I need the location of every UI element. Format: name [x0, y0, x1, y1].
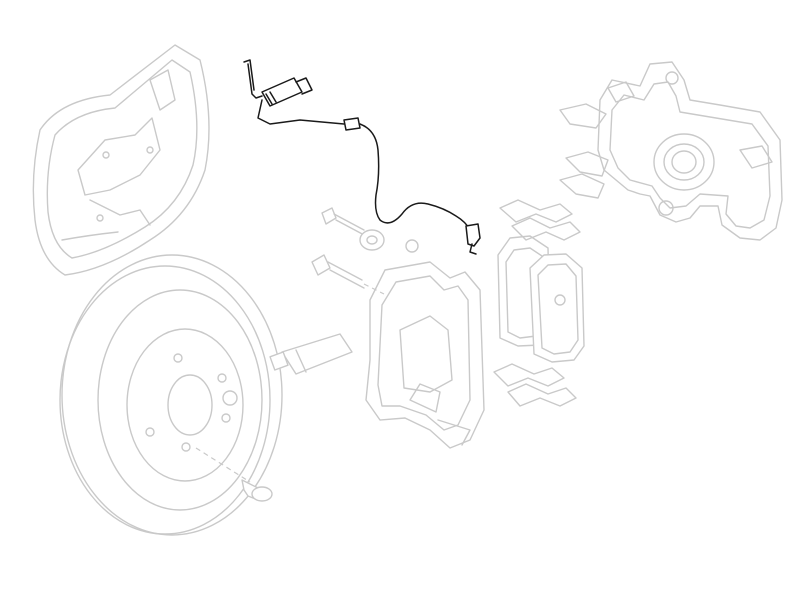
caliper-carrier	[365, 261, 485, 449]
pad-retaining-springs	[493, 199, 581, 407]
brake-caliper	[559, 61, 783, 241]
brake-pads	[497, 235, 585, 363]
caliper-bolts	[311, 207, 419, 295]
grease-tube	[269, 333, 353, 375]
disc-screw	[195, 447, 273, 502]
brake-disc	[59, 254, 283, 536]
brake-pad-wear-sensor	[243, 59, 481, 255]
dust-shield	[32, 44, 210, 276]
